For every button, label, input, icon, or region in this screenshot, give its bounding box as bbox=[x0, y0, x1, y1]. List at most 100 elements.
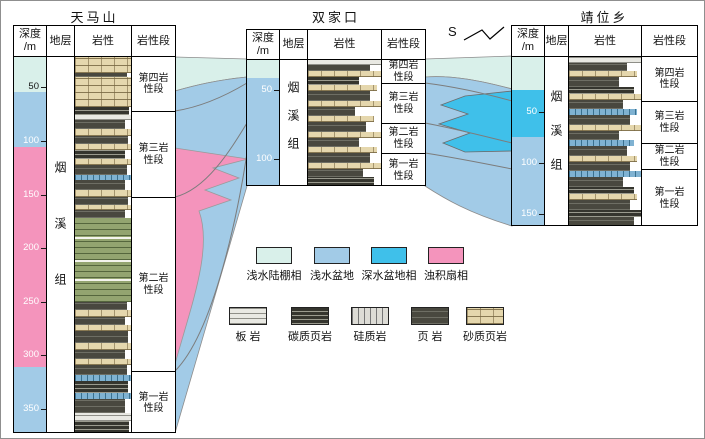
formation-name: 烟溪组 bbox=[286, 80, 300, 165]
depth-tick: 300 bbox=[14, 349, 46, 361]
facies-band-fan bbox=[14, 147, 46, 367]
header-depth: 深度 /m bbox=[512, 26, 545, 56]
lith-layer bbox=[75, 107, 129, 115]
facies-region-turbidite-fan bbox=[174, 147, 249, 365]
lith-layer bbox=[308, 60, 381, 65]
header-lithology: 岩性 bbox=[569, 26, 642, 56]
lith-layer bbox=[75, 115, 131, 120]
lith-layer bbox=[569, 115, 631, 125]
legend-label: 硅质岩 bbox=[353, 331, 387, 343]
lith-layer bbox=[75, 381, 128, 393]
facies-region-deep-basin bbox=[437, 90, 513, 153]
legend-item-shallow-shelf: 浅水陆棚相 bbox=[239, 247, 309, 283]
direction-label: S bbox=[448, 24, 457, 39]
lith-layer bbox=[75, 190, 131, 197]
lith-layer bbox=[75, 279, 131, 281]
depth-tick: 100 bbox=[512, 157, 544, 169]
member-cell: 第四岩性段 bbox=[132, 57, 175, 112]
legend-label: 砂质页岩 bbox=[463, 331, 507, 343]
legend-item-turbidite-fan: 浊积扇相 bbox=[411, 247, 481, 283]
lith-layer bbox=[569, 125, 641, 131]
lith-layer bbox=[569, 140, 634, 146]
legend-swatch-siliceous-rock bbox=[351, 307, 389, 325]
body-row: 50 100 150 烟溪组 bbox=[512, 57, 697, 225]
lith-layer bbox=[75, 325, 131, 331]
lith-layer bbox=[75, 73, 127, 77]
member-column: 第四岩性段 第三岩性段 第二岩性段 第一岩性段 bbox=[382, 60, 425, 185]
facies-band-deep-basin bbox=[512, 90, 544, 137]
header-stratum: 地层 bbox=[280, 30, 308, 59]
lith-layer bbox=[308, 169, 363, 177]
legend-label: 深水盆地相 bbox=[361, 270, 417, 282]
lith-layer bbox=[75, 57, 131, 73]
facies-band-basin bbox=[512, 137, 544, 225]
legend-swatch-shale bbox=[411, 307, 449, 325]
lith-layer bbox=[75, 302, 127, 310]
lith-layer bbox=[569, 63, 627, 71]
lith-layer bbox=[75, 150, 126, 159]
lith-layer bbox=[308, 163, 381, 169]
lith-layer bbox=[308, 65, 371, 71]
lith-layer bbox=[75, 399, 126, 413]
facies-band-basin bbox=[247, 78, 279, 185]
lith-layer bbox=[75, 197, 128, 205]
legend-swatch-deep-basin bbox=[371, 247, 407, 264]
formation-name: 烟溪组 bbox=[53, 160, 67, 329]
lith-layer bbox=[569, 156, 638, 162]
stratum-column: 烟溪组 bbox=[545, 57, 569, 225]
depth-tick: 50 bbox=[14, 81, 46, 93]
legend-swatch-shallow-basin bbox=[314, 247, 350, 264]
lith-layer bbox=[308, 71, 381, 77]
member-cell: 第一岩性段 bbox=[132, 372, 175, 432]
member-column: 第四岩性段 第三岩性段 第二岩性段 第一岩性段 bbox=[132, 57, 175, 432]
legend-swatch-shallow-shelf bbox=[256, 247, 292, 264]
header-depth: 深度 /m bbox=[247, 30, 280, 59]
member-cell: 第三岩性段 bbox=[132, 112, 175, 198]
member-column: 第四岩性段 第三岩性段 第二岩性段 第一岩性段 bbox=[642, 57, 697, 225]
lith-layer bbox=[75, 375, 131, 381]
member-cell: 第三岩性段 bbox=[642, 102, 697, 144]
depth-tick: 100 bbox=[14, 135, 46, 147]
lith-layer bbox=[569, 94, 641, 100]
legend-label: 板 岩 bbox=[235, 331, 261, 343]
lith-layer bbox=[308, 116, 374, 122]
depth-column: 50 100 150 200 250 300 350 bbox=[14, 57, 47, 432]
lith-layer bbox=[308, 177, 374, 185]
member-cell: 第二岩性段 bbox=[642, 144, 697, 170]
lith-layer bbox=[75, 77, 131, 107]
lith-layer bbox=[308, 122, 367, 132]
legend-item-shallow-basin: 浅水盆地 bbox=[297, 247, 367, 283]
body-row: 50 100 烟溪组 bbox=[247, 60, 425, 185]
correlation-line bbox=[174, 82, 248, 112]
lith-layer bbox=[308, 153, 371, 163]
stratum-column: 烟溪组 bbox=[47, 57, 75, 432]
depth-tick: 150 bbox=[14, 189, 46, 201]
lith-layer bbox=[569, 210, 641, 217]
lith-layer bbox=[569, 77, 620, 87]
strat-table-tianmashan: 深度 /m 地层 岩性 岩性段 50 100 150 200 250 300 3… bbox=[13, 25, 176, 433]
lith-layer bbox=[308, 101, 381, 107]
legend-swatch-slate bbox=[229, 307, 267, 325]
legend-item-siliceous-rock: 硅质岩 bbox=[335, 307, 405, 344]
section-title-shuangjiakou: 双家口 bbox=[311, 10, 360, 25]
lith-layer bbox=[75, 237, 131, 239]
facies-band-basin bbox=[14, 92, 46, 147]
member-cell: 第一岩性段 bbox=[642, 170, 697, 225]
lith-layer bbox=[75, 210, 126, 218]
legend-item-deep-basin: 深水盆地相 bbox=[354, 247, 424, 283]
lith-layer bbox=[75, 180, 126, 190]
lith-layer bbox=[308, 77, 360, 85]
lith-layer bbox=[569, 146, 627, 156]
legend-swatch-turbidite-fan bbox=[428, 247, 464, 264]
lith-layer bbox=[308, 147, 378, 153]
legend-item-sandy-shale: 砂质页岩 bbox=[450, 307, 520, 344]
body-row: 50 100 150 200 250 300 350 烟溪组 bbox=[14, 57, 175, 432]
legend-label: 页 岩 bbox=[417, 331, 443, 343]
lith-layer bbox=[569, 194, 638, 200]
member-cell: 第二岩性段 bbox=[382, 124, 425, 154]
legend-swatch-sandy-shale bbox=[466, 307, 504, 325]
header-member: 岩性段 bbox=[653, 34, 686, 47]
member-cell: 第三岩性段 bbox=[382, 84, 425, 124]
header-lithology: 岩性 bbox=[308, 30, 382, 59]
